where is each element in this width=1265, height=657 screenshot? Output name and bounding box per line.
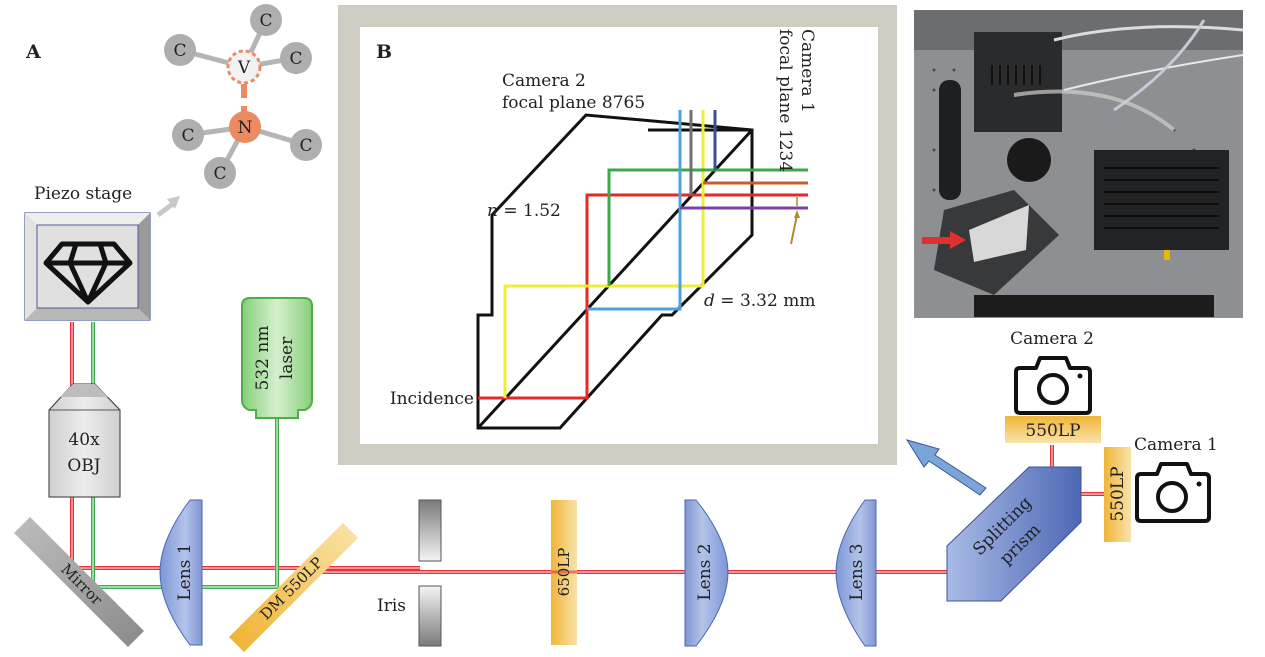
apparatus-photo (914, 10, 1243, 318)
camera-1-icon (1135, 462, 1211, 523)
svg-text:V: V (237, 58, 251, 78)
camera-1-focal-line2: focal plane 1234 (775, 29, 795, 172)
laser-label-line1: 532 nm (253, 326, 273, 391)
camera-1-focal-line1: Camera 1 (797, 29, 817, 113)
laser-label-line2: laser (277, 336, 297, 379)
carbon-atom: C (172, 119, 204, 151)
ray-paths (478, 110, 808, 400)
dimension-marker (790, 197, 800, 245)
panel-b: B Camera 2 focal plane 8765 Camera 1 (338, 5, 897, 465)
nitrogen-atom: N (229, 111, 261, 143)
lens-2: Lens 2 (684, 499, 729, 647)
vn-bond-bottom (241, 106, 247, 112)
camera-beams (1050, 445, 1104, 496)
iris: Iris (377, 499, 442, 647)
lens-3-label: Lens 3 (847, 543, 867, 600)
longpass-filter-650: 650LP (551, 500, 577, 645)
vacancy-site: V (226, 49, 262, 85)
carbon-atom: C (290, 129, 322, 161)
camera-2-focal-line1: Camera 2 (502, 71, 586, 91)
apparatus-photo-illustration (914, 10, 1243, 318)
svg-text:C: C (213, 164, 226, 184)
refractive-index-label: n = 1.52 (487, 201, 561, 221)
camera-2-icon (1014, 356, 1092, 415)
lens-1-label: Lens 1 (175, 543, 195, 600)
ray-blue (587, 110, 682, 311)
objective-lens: 40x OBJ (48, 383, 121, 498)
panel-b-label: B (376, 41, 392, 63)
svg-text:C: C (299, 136, 312, 156)
iris-blade-top (418, 499, 442, 562)
camera-2-focal-line2: focal plane 8765 (502, 93, 645, 113)
objective-label-line1: 40x (68, 430, 100, 450)
vn-bond-top (241, 84, 247, 98)
piezo-stage (24, 212, 151, 321)
lens-3: Lens 3 (835, 499, 877, 647)
ray-yellow (503, 110, 705, 398)
beam-direction-arrow (922, 231, 966, 249)
distance-label: d = 3.32 mm (704, 291, 815, 311)
camera-2-filter: 550LP (1005, 416, 1101, 443)
camera-1-filter: 550LP (1104, 447, 1131, 542)
carbon-atom: C (164, 34, 196, 66)
camera-1-filter-label: 550LP (1108, 466, 1128, 521)
mirror: Mirror (14, 517, 144, 647)
carbon-atom: C (204, 157, 236, 189)
svg-text:C: C (181, 126, 194, 146)
diamond-icon (43, 241, 133, 305)
carbon-atom: C (280, 42, 312, 74)
piezo-stage-label: Piezo stage (34, 184, 132, 204)
incidence-label: Incidence (390, 389, 474, 409)
svg-text:C: C (289, 49, 302, 69)
zoom-arrow-icon (156, 196, 180, 217)
iris-label: Iris (377, 596, 406, 616)
ray-green (607, 168, 808, 286)
panel-a-label: A (25, 41, 41, 63)
lens-1: Lens 1 (159, 499, 203, 646)
ray-red (478, 193, 808, 400)
camera-2-label: Camera 2 (1010, 329, 1094, 349)
svg-text:N: N (238, 118, 253, 138)
panel-b-canvas (360, 27, 878, 444)
prism-outline (476, 113, 754, 430)
iris-blade-bottom (418, 585, 442, 647)
callout-arrow-icon (905, 439, 987, 496)
objective-label-line2: OBJ (67, 456, 100, 476)
filter-650-label: 650LP (555, 548, 573, 597)
camera-1-label: Camera 1 (1134, 435, 1218, 455)
svg-text:C: C (173, 41, 186, 61)
nv-center-molecule: C C C C C C V N (164, 4, 322, 189)
svg-text:C: C (259, 11, 272, 31)
carbon-atom: C (250, 4, 282, 36)
camera-2-filter-label: 550LP (1025, 421, 1080, 441)
lens-2-label: Lens 2 (695, 543, 715, 600)
splitting-prism: Splitting prism (946, 466, 1082, 602)
laser-532nm: 532 nm laser (241, 297, 313, 419)
